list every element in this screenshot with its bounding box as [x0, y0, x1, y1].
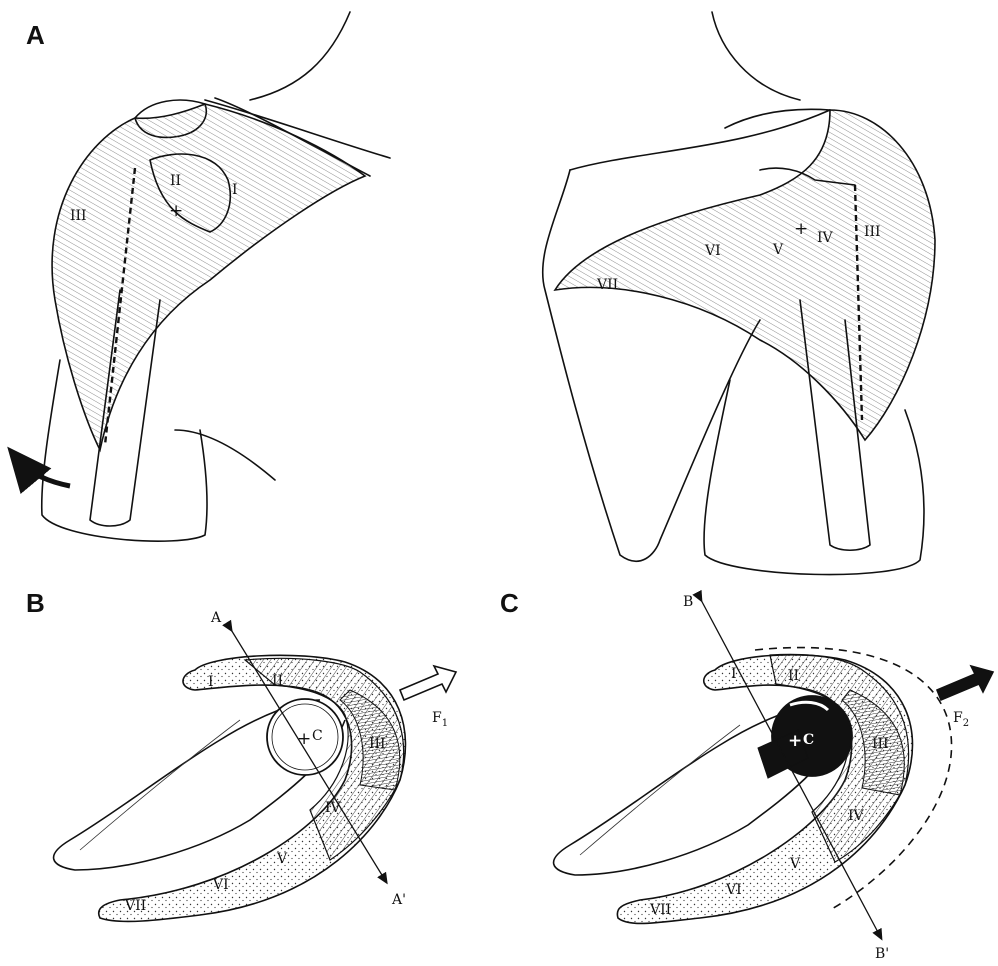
center-label-c: C	[803, 732, 814, 748]
segment-label-iv-b: IV	[325, 800, 342, 816]
panel-b-cross-section: B A A' + C I II III IV V VI VII F1	[26, 588, 456, 921]
segment-label-ii-c: II	[788, 668, 799, 684]
panel-c-cross-section: C B B' + C I II III IV V VI VII F2	[500, 588, 993, 962]
segment-label-v-posterior: V	[772, 242, 784, 258]
segment-label-iii-a: III	[70, 208, 87, 224]
deltoid-muscle-anterior	[52, 104, 365, 450]
segment-label-v-c: V	[789, 856, 801, 872]
force-arrow-b-icon	[400, 666, 456, 700]
spine-upper-outline	[725, 109, 830, 128]
forearm-outline	[175, 430, 275, 480]
center-label-b: C	[312, 728, 323, 744]
segment-label-vi-c: VI	[725, 882, 742, 898]
segment-label-iii-b: III	[369, 736, 386, 752]
force-label-b: F1	[432, 710, 448, 729]
arm-outline	[42, 360, 207, 541]
segment-label-i-c: I	[731, 666, 737, 682]
segment-label-vii-posterior: VII	[596, 277, 618, 293]
panel-b-letter: B	[26, 588, 45, 618]
center-cross-c: +	[788, 731, 802, 751]
segment-label-iii-c: III	[872, 736, 889, 752]
segment-label-vi-posterior: VI	[704, 243, 721, 259]
panel-a-letter: A	[26, 20, 45, 50]
segment-label-vi-b: VI	[212, 877, 229, 893]
scapula-spine-outline	[570, 110, 830, 170]
deltoid-muscle-posterior	[555, 110, 935, 440]
segment-label-i-b: I	[208, 674, 214, 690]
segment-label-iv-posterior: IV	[817, 230, 834, 246]
segment-label-iii-posterior: III	[864, 224, 881, 240]
center-cross-a: +	[169, 201, 183, 221]
neck-outline-posterior	[712, 12, 800, 100]
axis-bottom-label-b: A'	[391, 892, 406, 908]
neck-outline	[250, 12, 350, 100]
segment-label-iv-c: IV	[848, 808, 865, 824]
axis-top-label-c: B	[683, 594, 693, 610]
force-arrow-c-icon	[937, 666, 993, 700]
segment-label-vii-c: VII	[649, 902, 671, 918]
segment-label-v-b: V	[276, 851, 288, 867]
segment-label-i-a: I	[232, 182, 238, 198]
center-cross-posterior: +	[794, 219, 808, 239]
axis-top-label-b: A	[210, 610, 222, 626]
center-cross-b: +	[297, 729, 311, 749]
panel-c-letter: C	[500, 588, 519, 618]
axis-bottom-label-c: B'	[875, 946, 889, 962]
segment-label-ii-b: II	[272, 673, 283, 689]
segment-label-ii-a: II	[170, 173, 181, 189]
segment-label-vii-b: VII	[124, 898, 146, 914]
panel-a-anterior-view: A II I III +	[20, 12, 390, 541]
force-label-c: F2	[953, 710, 969, 729]
panel-a-posterior-view: III IV V VI VII +	[543, 12, 935, 575]
